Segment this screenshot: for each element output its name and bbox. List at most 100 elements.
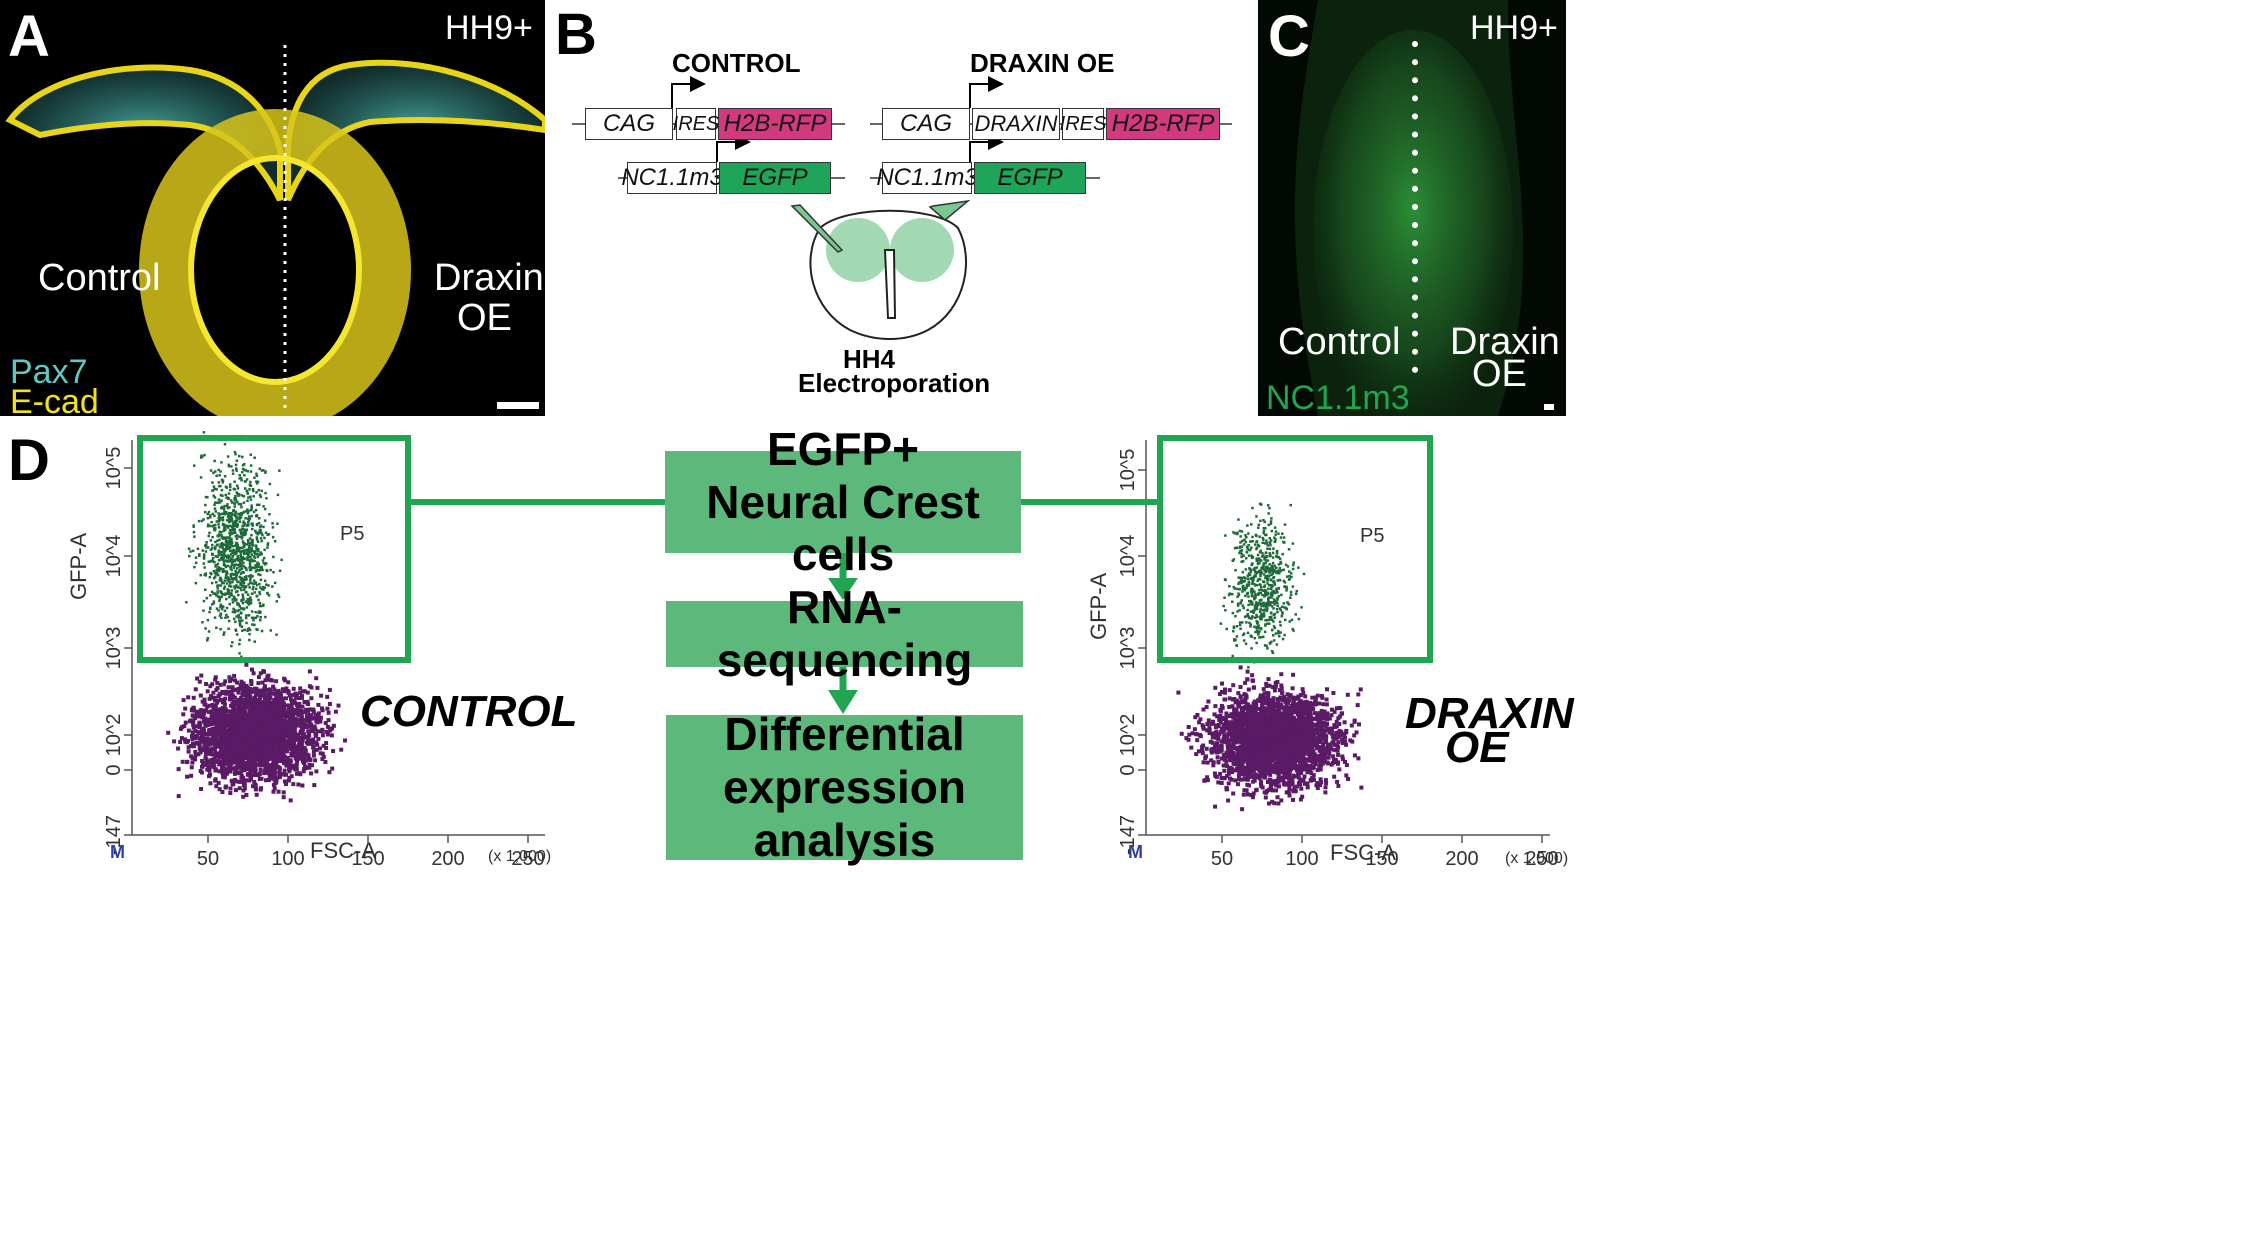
cell-dot [1283,699,1288,704]
cell-dot [323,721,328,725]
cell-dot [258,610,261,613]
cell-dot [285,749,290,754]
cell-dot [271,704,276,709]
cell-dot [249,690,254,695]
cell-dot [229,711,234,716]
cell-dot [281,790,286,795]
cell-dot [246,499,249,502]
cell-dot [300,718,305,723]
cell-dot [281,703,286,708]
cell-dot [207,560,210,563]
plot1-xtick-label: 250 [511,848,544,870]
cell-dot [239,503,243,506]
cell-dot [212,471,215,475]
cell-dot [202,609,205,612]
cell-dot [240,576,243,580]
cell-dot [236,484,239,487]
cell-dot [267,756,272,761]
cell-dot [293,708,298,713]
cell-dot [244,585,248,588]
cell-dot [272,786,277,791]
cell-dot [262,588,265,591]
cell-dot [272,777,277,782]
cell-dot [343,738,347,743]
cell-dot [237,786,242,791]
panel-a-micrograph: A HH9+ Control Draxin OE Pax7 E-cad [0,0,545,416]
cell-dot [190,756,195,761]
cell-dot [191,549,195,553]
cell-dot [1213,704,1218,709]
control-nc-box: NC1.1m3 [621,162,723,194]
cell-dot [236,547,239,550]
cell-dot [254,587,258,591]
cell-dot [233,702,238,707]
cell-dot [202,711,207,716]
cell-dot [277,747,282,752]
cell-dot [228,584,231,588]
cell-dot [219,749,224,753]
cell-dot [208,576,212,579]
cell-dot [301,769,306,774]
cell-dot [197,519,201,523]
cell-dot [217,718,222,723]
cell-dot [223,585,227,588]
cell-dot [240,715,245,720]
cell-dot [246,758,251,763]
cell-dot [258,528,262,532]
cell-dot [1245,782,1250,787]
cell-dot [1219,690,1224,694]
cell-dot [248,632,251,636]
cell-dot [248,488,251,491]
cell-dot [209,715,214,720]
cell-dot [292,735,297,740]
cell-dot [238,608,241,612]
cell-dot [296,782,301,787]
cell-dot [257,712,262,717]
cell-dot [1218,771,1223,776]
cell-dot [234,569,237,573]
cell-dot [208,610,211,614]
cell-dot [1221,729,1226,734]
cell-dot [248,730,253,735]
cell-dot [237,744,241,749]
cell-dot [237,502,241,506]
cell-dot [234,572,238,575]
cell-dot [252,585,255,589]
cell-dot [262,690,267,695]
cell-dot [309,771,314,776]
cell-dot [255,689,259,694]
cell-dot [241,525,244,528]
cell-dot [240,505,243,509]
cell-dot [1265,701,1270,706]
cell-dot [241,471,244,474]
cell-dot [233,587,237,590]
cell-dot [1322,756,1327,761]
cell-dot [256,531,259,534]
cell-dot [176,767,181,772]
cell-dot [233,577,237,580]
cell-dot [265,721,269,726]
cell-dot [223,525,226,529]
plot2-negative-population [1176,665,1364,812]
cell-dot [252,555,256,558]
cell-dot [271,526,275,529]
cell-dot [253,765,258,770]
cell-dot [234,576,238,580]
cell-dot [222,522,225,526]
cell-dot [242,579,245,582]
cell-dot [220,709,225,714]
cell-dot [1287,793,1292,798]
cell-dot [236,543,240,547]
cell-dot [1287,787,1292,791]
cell-dot [220,735,225,740]
cell-dot [1299,786,1304,791]
cell-dot [228,602,231,606]
cell-dot [252,616,255,620]
cell-dot [205,689,210,694]
cell-dot [221,570,224,573]
cell-dot [189,550,192,553]
cell-dot [229,694,234,699]
cell-dot [247,742,252,747]
cell-dot [202,557,206,560]
cell-dot [242,608,246,611]
